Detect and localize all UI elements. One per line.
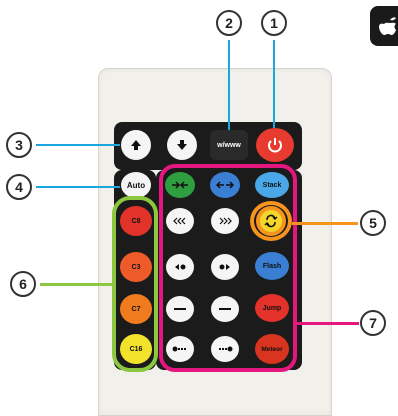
mode-button-highlight <box>250 201 292 241</box>
flow-right-button[interactable] <box>211 208 239 234</box>
auto-label: Auto <box>126 180 146 190</box>
c3-label: C3 <box>131 263 141 271</box>
dot-right-button[interactable] <box>211 254 239 280</box>
callout-2: 2 <box>216 10 242 36</box>
power-icon <box>268 138 282 153</box>
c7-button[interactable]: C7 <box>120 294 152 324</box>
callout-3: 3 <box>6 132 32 158</box>
dot-left-button[interactable] <box>166 254 194 280</box>
dot-left-icon <box>175 264 186 270</box>
jump-button[interactable]: Jump <box>255 294 289 322</box>
callout-1: 1 <box>261 10 287 36</box>
auto-button[interactable]: Auto <box>121 172 151 198</box>
c16-label: C16 <box>129 345 143 353</box>
flash-button[interactable]: Flash <box>255 252 289 280</box>
effect-buttons-highlight <box>159 164 297 372</box>
arrow-up-icon <box>131 140 141 150</box>
callout-5: 5 <box>360 210 386 236</box>
c8-label: C8 <box>131 217 141 225</box>
color-preset-highlight <box>112 196 158 372</box>
c7-label: C7 <box>131 305 141 313</box>
minus-left-button[interactable] <box>166 296 194 322</box>
power-button[interactable] <box>256 128 294 162</box>
callout-line-1 <box>273 40 275 128</box>
callout-7: 7 <box>360 310 386 336</box>
c3-button[interactable]: C3 <box>120 252 152 282</box>
trail-right-icon <box>219 346 233 352</box>
trail-right-button[interactable] <box>211 336 239 362</box>
callout-line-5 <box>292 222 358 225</box>
trail-left-icon <box>172 346 186 352</box>
minus-right-button[interactable] <box>211 296 239 322</box>
callout-line-2 <box>228 40 230 130</box>
white-mode-button[interactable]: w/www <box>210 130 248 160</box>
callout-4: 4 <box>6 174 32 200</box>
arrows-out-icon <box>216 181 234 189</box>
dot-right-icon <box>219 264 230 270</box>
callout-line-6 <box>40 283 114 286</box>
apple-logo-icon <box>370 6 398 46</box>
flow-left-icon <box>173 217 186 225</box>
white-mode-label: w/www <box>217 141 241 149</box>
dash-icon-2 <box>219 308 231 310</box>
brightness-down-button[interactable] <box>167 130 197 160</box>
brightness-up-button[interactable] <box>121 130 151 160</box>
arrows-in-icon <box>172 181 188 189</box>
meteor-label: Meteor <box>261 345 283 353</box>
callout-line-4 <box>36 186 120 188</box>
stack-label: Stack <box>262 181 282 189</box>
callout-6: 6 <box>10 271 36 297</box>
speed-up-button[interactable] <box>210 172 240 198</box>
jump-label: Jump <box>262 304 282 312</box>
flow-right-icon <box>219 217 232 225</box>
flow-left-button[interactable] <box>166 208 194 234</box>
flash-label: Flash <box>262 262 282 270</box>
arrow-down-icon <box>177 140 187 150</box>
callout-line-7 <box>297 322 359 325</box>
dash-icon <box>174 308 186 310</box>
callout-line-3 <box>36 144 120 146</box>
